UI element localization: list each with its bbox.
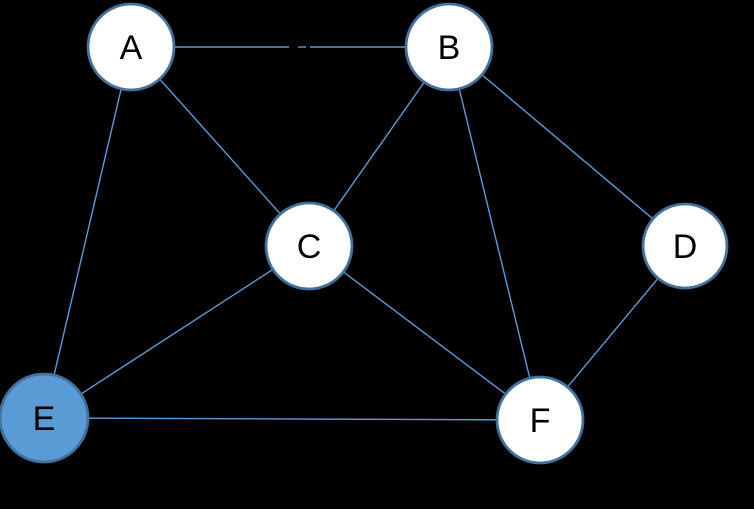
node-E [0, 372, 90, 464]
node-B [404, 2, 494, 92]
node-C [264, 201, 354, 291]
edge-C-E [43, 245, 310, 419]
node-D [641, 202, 729, 290]
node-A [86, 2, 176, 92]
edge-A-E [43, 46, 132, 419]
edge-A-C [130, 46, 310, 247]
node-F [495, 375, 585, 465]
edge-B-F [448, 46, 541, 421]
edge-E-F [43, 417, 541, 421]
edge-B-D [448, 46, 686, 247]
edge-C-F [308, 245, 541, 421]
